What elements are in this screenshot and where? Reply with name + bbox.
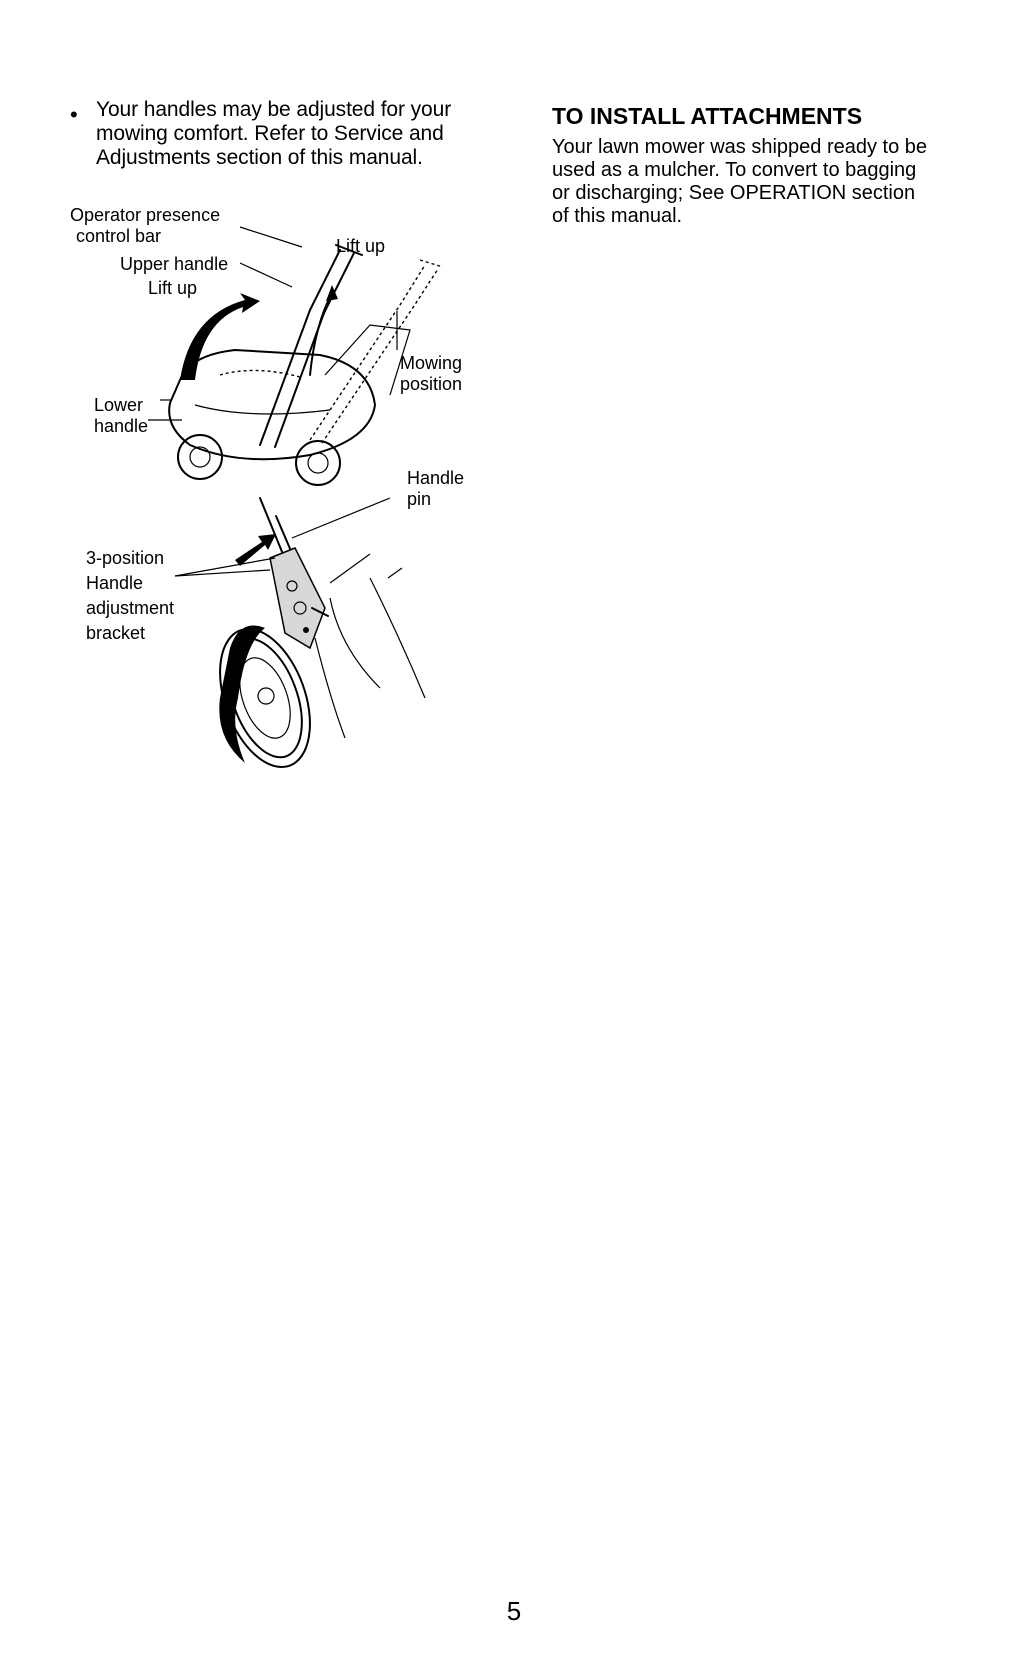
install-attachments-body: Your lawn mower was shipped ready to be … (552, 136, 1012, 228)
operator-presence-line-2: control bar (76, 226, 162, 246)
page-number: 5 (506, 1596, 522, 1626)
lower-handle-line-1: Lower (94, 395, 144, 415)
lower-handle-label: Lower handle (94, 395, 148, 437)
handle-pin-line-2: pin (407, 489, 432, 509)
install-attachments-heading: TO INSTALL ATTACHMENTS (552, 103, 863, 129)
operator-presence-label: Operator presence control bar (70, 205, 220, 247)
mowing-position-label: Mowing position (400, 353, 462, 395)
handle-positions-figure: Operator presence control bar Upper hand… (70, 205, 510, 490)
bullet-icon: • (70, 102, 78, 127)
bracket-line-2: Handle (86, 573, 144, 593)
handle-adjust-line-1: Your handles may be adjusted for your (96, 98, 452, 121)
operator-presence-line-1: Operator presence (70, 205, 221, 225)
mowing-position-line-1: Mowing (400, 353, 463, 373)
handle-adjust-text: Your handles may be adjusted for your mo… (96, 98, 520, 170)
adjustment-bracket-label: 3-position Handle adjustment bracket (86, 546, 174, 646)
handle-adjust-line-2: mowing comfort. Refer to Service and (96, 122, 444, 145)
handle-adjust-note: • Your handles may be adjusted for your … (70, 98, 520, 170)
attachments-line-2: used as a mulcher. To convert to bagging (552, 159, 917, 181)
mower-illustration (148, 226, 444, 486)
handle-pin-label: Handle pin (407, 468, 464, 510)
lift-up-left-label: Lift up (148, 278, 198, 298)
lift-up-right-label: Lift up (336, 236, 386, 256)
bracket-line-1: 3-position (86, 548, 165, 568)
handle-pin-line-1: Handle (407, 468, 465, 488)
install-attachments-section: TO INSTALL ATTACHMENTS Your lawn mower w… (552, 102, 1012, 228)
bracket-line-3: adjustment (86, 598, 175, 618)
lower-handle-line-2: handle (94, 416, 149, 436)
handle-adjust-line-3: Adjustments section of this manual. (96, 146, 423, 169)
adjustment-bracket-figure: Handle pin 3-position Handle adjustment … (80, 468, 520, 798)
attachments-line-3: or discharging; See OPERATION section (552, 182, 916, 204)
mowing-position-line-2: position (400, 374, 463, 394)
bracket-line-4: bracket (86, 623, 146, 643)
attachments-line-1: Your lawn mower was shipped ready to be (552, 136, 928, 158)
attachments-line-4: of this manual. (552, 205, 683, 227)
bracket-illustration (174, 497, 426, 769)
upper-handle-label: Upper handle (120, 254, 229, 274)
